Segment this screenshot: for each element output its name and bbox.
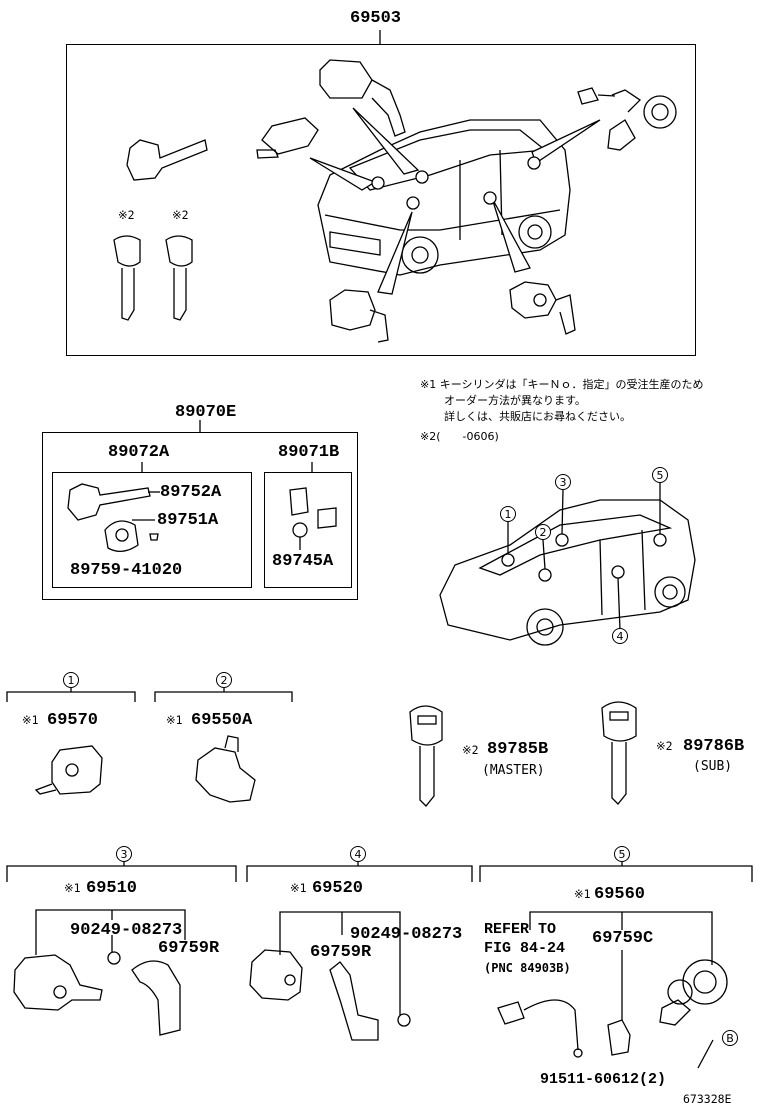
- note-2: ※2( -0606): [420, 430, 499, 443]
- mark-2-master: ※2: [462, 743, 479, 757]
- part-number-89786b: 89786B: [683, 737, 745, 756]
- refer-line-2: FIG 84-24: [484, 940, 566, 957]
- key-master-top: [113, 235, 141, 321]
- part-number-89785b: 89785B: [487, 740, 549, 759]
- part-number-69510: 69510: [86, 879, 138, 898]
- callout-3-car: 3: [555, 474, 571, 490]
- mark-1-sec4: ※1: [290, 881, 307, 895]
- part-number-89745a: 89745A: [272, 552, 334, 571]
- clip-69759c: [607, 1019, 631, 1056]
- key-89786b: [601, 701, 637, 805]
- refer-line-1: REFER TO: [484, 921, 557, 938]
- part-number-91511-60612: 91511-60612(2): [540, 1071, 667, 1088]
- cylinder-top-right: [577, 87, 677, 151]
- part-number-89751a: 89751A: [157, 511, 219, 530]
- mark-1-sec2: ※1: [166, 713, 183, 727]
- note-1-line-2: オーダー方法が異なります。: [444, 394, 586, 407]
- cylinder-69520: [249, 949, 303, 1001]
- key-89785b: [409, 705, 443, 807]
- part-number-69550a: 69550A: [191, 711, 253, 730]
- key-assy-89072a-frame: [52, 472, 252, 588]
- part-number-69759r-sec3: 69759R: [158, 939, 220, 958]
- figure-id: 673328E: [683, 1092, 732, 1106]
- part-number-89070e: 89070E: [175, 403, 237, 422]
- screw-89072a: [149, 533, 159, 541]
- transmitter-89071b: [289, 487, 337, 550]
- part-number-89072a: 89072A: [108, 443, 170, 462]
- mark-2-sub: ※2: [656, 739, 673, 753]
- cylinder-top-center: [319, 59, 406, 137]
- part-number-69759r-sec4: 69759R: [310, 943, 372, 962]
- part-number-90249-08273-sec3: 90249-08273: [70, 921, 183, 940]
- part-number-89759-41020: 89759-41020: [70, 561, 183, 580]
- callout-1-car: 1: [500, 506, 516, 522]
- part-number-89071b: 89071B: [278, 443, 340, 462]
- key-blank-89072a: [67, 483, 160, 521]
- part-number-69759c: 69759C: [592, 929, 654, 948]
- part-number-69503: 69503: [350, 9, 402, 28]
- cylinder-69510: [13, 954, 103, 1011]
- car-illustration-right: [439, 482, 696, 646]
- cylinder-69550a: [195, 735, 256, 803]
- connector-harness-5: [497, 999, 583, 1058]
- callout-2-car: 2: [535, 524, 551, 540]
- note-1-line-3: 詳しくは、共販店にお尋ねください。: [444, 410, 631, 423]
- rod-69759r-3: [131, 960, 181, 1036]
- bolt-icon-4: [397, 1013, 411, 1027]
- part-number-69520: 69520: [312, 879, 364, 898]
- cylinder-bottom-left-top: [329, 289, 389, 343]
- cylinder-69560: [659, 959, 728, 1026]
- cylinder-bottom-right-top: [509, 281, 576, 335]
- cylinder-69570: [34, 745, 103, 795]
- rod-69759r-4: [329, 961, 379, 1041]
- callout-5-car: 5: [652, 467, 668, 483]
- refer-line-3: (PNC 84903B): [484, 961, 571, 975]
- label-sub: (SUB): [693, 759, 733, 774]
- label-master: (MASTER): [482, 763, 545, 778]
- callout-b: B: [722, 1030, 738, 1046]
- callout-3: 3: [116, 846, 132, 862]
- part-number-69570: 69570: [47, 711, 99, 730]
- bolt-icon-3: [107, 951, 121, 965]
- callout-4: 4: [350, 846, 366, 862]
- key-blank-top: [126, 139, 208, 181]
- callout-2: 2: [216, 672, 232, 688]
- callout-1: 1: [63, 672, 79, 688]
- mark-1-sec1: ※1: [22, 713, 39, 727]
- key-plate-89072a: [104, 519, 155, 552]
- transmitter-89071b-frame: [264, 472, 352, 588]
- part-number-90249-08273-sec4: 90249-08273: [350, 925, 463, 944]
- part-number-89752a: 89752A: [160, 483, 222, 502]
- part-number-69560: 69560: [594, 885, 646, 904]
- mark-1-sec3: ※1: [64, 881, 81, 895]
- callout-5: 5: [614, 846, 630, 862]
- note-1-line-1: ※1 キーシリンダは「キーＮｏ．指定」の受注生産のため: [420, 378, 704, 391]
- transmitter-top: [256, 117, 319, 159]
- mark-2-right: ※2: [172, 208, 189, 222]
- mark-1-sec5: ※1: [574, 887, 591, 901]
- kit-69503-frame: [66, 44, 696, 356]
- mark-2-left: ※2: [118, 208, 135, 222]
- callout-4-car: 4: [612, 628, 628, 644]
- key-set-89070e-frame: [42, 432, 358, 600]
- key-sub-top: [165, 235, 193, 321]
